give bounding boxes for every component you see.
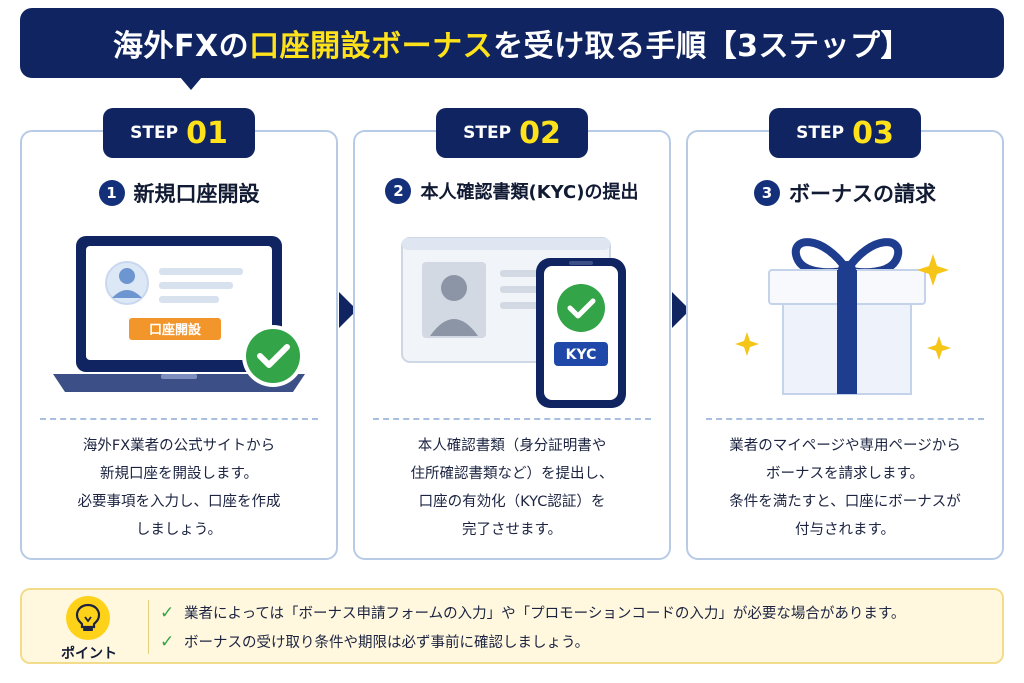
- sparkle-icon: [927, 336, 951, 360]
- step-word: STEP: [130, 123, 179, 143]
- title-part-2: 口座開設ボーナス: [249, 29, 494, 64]
- checkmark: [257, 344, 290, 368]
- point-box: ポイント ✓ 業者によっては「ボーナス申請フォームの入力」や「プロモーションコー…: [20, 588, 1004, 664]
- card-divider: [706, 418, 984, 420]
- point-item: ✓ ボーナスの受け取り条件や期限は必ず事前に確認しましょう。: [160, 627, 994, 656]
- number-circle-icon: 1: [98, 180, 125, 206]
- number-circle-icon: 2: [385, 178, 412, 204]
- lightbulb-icon: [66, 596, 110, 640]
- desc-line: 付与されます。: [794, 522, 896, 538]
- desc-line: 本人確認書類（身分証明書や: [417, 438, 607, 454]
- step-number: 03: [852, 115, 894, 151]
- laptop-notch: [161, 374, 197, 379]
- step-number: 01: [186, 115, 228, 151]
- desc-line: 必要事項を入力し、口座を作成: [77, 494, 281, 510]
- id-photo-body: [430, 319, 478, 336]
- step-badge-2: STEP 02: [436, 108, 588, 158]
- account-open-button-label: 口座開設: [149, 322, 202, 338]
- sparkle-icon: [917, 254, 949, 286]
- kyc-badge: [554, 342, 608, 366]
- bulb-base: [83, 628, 93, 631]
- step-description-2: 本人確認書類（身分証明書や 住所確認書類など）を提出し、 口座の有効化（KYC認…: [361, 432, 663, 544]
- card-divider: [373, 418, 651, 420]
- step-heading-3: 3 ボーナスの請求: [688, 178, 1002, 208]
- arrow-right-icon: [339, 292, 357, 328]
- step-description-3: 業者のマイページや専用ページから ボーナスを請求します。 条件を満たすと、口座に…: [694, 432, 996, 544]
- id-card-header: [402, 238, 610, 250]
- step-word: STEP: [796, 123, 845, 143]
- gift-illustration: [735, 238, 951, 395]
- gift-box-icon: [697, 224, 997, 414]
- checkmark-icon: ✓: [160, 631, 175, 652]
- desc-line: 海外FX業者の公式サイトから: [82, 438, 276, 454]
- card-divider: [40, 418, 318, 420]
- step-card-1: STEP 01 1 新規口座開設 口座開設: [20, 108, 338, 560]
- step-word: STEP: [463, 123, 512, 143]
- step-heading-text: 新規口座開設: [133, 182, 260, 206]
- kyc-illustration: KYC: [401, 237, 626, 408]
- text-line: [500, 302, 540, 309]
- laptop-illustration: 口座開設: [53, 236, 305, 392]
- point-icon-group: ポイント: [44, 596, 134, 662]
- point-list: ✓ 業者によっては「ボーナス申請フォームの入力」や「プロモーションコードの入力」…: [160, 598, 994, 656]
- bow-knot: [838, 261, 856, 279]
- account-open-button: [129, 318, 221, 340]
- desc-line: 新規口座を開設します。: [99, 466, 259, 482]
- title-part-1: 海外FXの: [113, 29, 250, 64]
- page-title: 海外FXの口座開設ボーナスを受け取る手順【3ステップ】: [113, 21, 911, 65]
- id-card-phone-icon: KYC: [364, 224, 664, 414]
- laptop-account-icon: 口座開設: [31, 224, 331, 414]
- number-circle-icon: 3: [754, 180, 780, 206]
- check-circle-icon: [246, 329, 300, 383]
- point-item-text: 業者によっては「ボーナス申請フォームの入力」や「プロモーションコードの入力」が必…: [184, 606, 906, 622]
- step-number: 02: [519, 115, 561, 151]
- step-badge-1: STEP 01: [103, 108, 255, 158]
- desc-line: ボーナスを請求します。: [765, 466, 925, 482]
- point-item: ✓ 業者によっては「ボーナス申請フォームの入力」や「プロモーションコードの入力」…: [160, 598, 994, 627]
- id-photo-head: [441, 275, 467, 301]
- phone-speaker: [569, 261, 593, 265]
- step-card-2: STEP 02 2 本人確認書類(KYC)の提出 KYC 本人確認書類: [353, 108, 671, 560]
- desc-line: 業者のマイページや専用ページから: [729, 438, 961, 454]
- title-part-3: を受け取る手順【3ステップ】: [493, 29, 911, 64]
- bulb-filament: [84, 616, 92, 623]
- step-card-3: STEP 03 3 ボーナスの請求 業者のマイページや専用ページから ボーナスを…: [686, 108, 1004, 560]
- avatar-head: [119, 268, 135, 284]
- gift-ribbon: [837, 270, 857, 394]
- laptop-base: [53, 374, 305, 392]
- text-line: [159, 268, 243, 275]
- point-item-text: ボーナスの受け取り条件や期限は必ず事前に確認しましょう。: [184, 635, 590, 651]
- bulb-outline: [75, 603, 101, 629]
- desc-line: 条件を満たすと、口座にボーナスが: [729, 494, 961, 510]
- text-line: [159, 282, 233, 289]
- desc-line: 住所確認書類など）を提出し、: [410, 466, 614, 482]
- desc-line: 口座の有効化（KYC認証）を: [418, 494, 606, 510]
- step-heading-2: 2 本人確認書類(KYC)の提出: [355, 178, 669, 204]
- step-heading-1: 1 新規口座開設: [22, 178, 336, 208]
- kyc-badge-label: KYC: [566, 347, 597, 363]
- arrow-right-icon: [672, 292, 690, 328]
- point-separator: [148, 600, 149, 654]
- step-description-1: 海外FX業者の公式サイトから 新規口座を開設します。 必要事項を入力し、口座を作…: [28, 432, 330, 544]
- desc-line: 完了させます。: [461, 522, 563, 538]
- avatar-body: [112, 290, 142, 298]
- title-banner: 海外FXの口座開設ボーナスを受け取る手順【3ステップ】: [20, 8, 1004, 90]
- point-label: ポイント: [61, 646, 117, 662]
- lightbulb-svg: [75, 603, 101, 631]
- sparkle-icon: [735, 332, 759, 356]
- step-heading-text: 本人確認書類(KYC)の提出: [420, 182, 639, 203]
- checkmark-icon: ✓: [160, 602, 175, 623]
- text-line: [159, 296, 219, 303]
- desc-line: しましょう。: [135, 522, 223, 538]
- step-heading-text: ボーナスの請求: [789, 182, 936, 206]
- checkmark: [567, 298, 596, 319]
- check-circle-icon: [557, 284, 605, 332]
- step-badge-3: STEP 03: [769, 108, 921, 158]
